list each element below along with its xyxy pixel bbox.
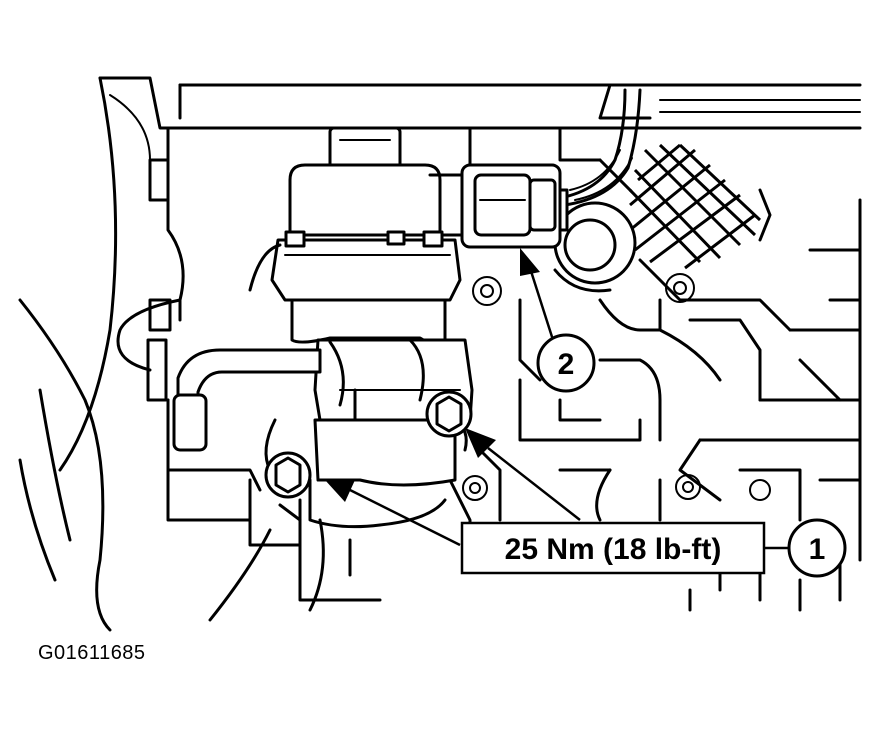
leader-arrows — [325, 248, 581, 547]
engine-block-lines — [18, 76, 862, 632]
callout-2: 2 — [536, 333, 596, 393]
egr-mounting-bolt-right — [425, 390, 473, 438]
callout-1-circle — [787, 518, 847, 578]
figure-id: G01611685 — [38, 642, 146, 664]
egr-mounting-bolt-left — [264, 451, 312, 499]
torque-spec-box — [460, 521, 766, 575]
torque-spec-label: 25 Nm (18 lb-ft) — [505, 533, 722, 566]
mounting-boss — [553, 201, 637, 293]
callout-2-circle — [536, 333, 596, 393]
egr-valve — [166, 126, 474, 529]
callout-1-number: 1 — [809, 533, 826, 566]
electrical-connector — [460, 163, 562, 249]
hatched-area — [628, 140, 762, 270]
callout-2-number: 2 — [558, 348, 575, 381]
callout-1: 25 Nm (18 lb-ft) 1 — [460, 518, 847, 578]
